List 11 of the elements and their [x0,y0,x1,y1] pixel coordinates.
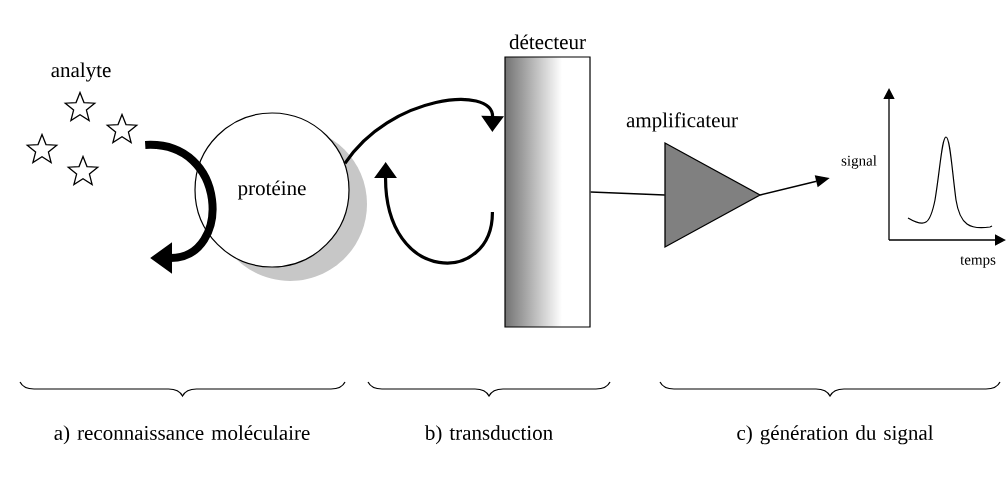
section-label: b) transduction [424,425,553,445]
caption-text: amplificateur [626,112,738,132]
section-label: a) reconnaissance moléculaire [54,425,310,445]
axis-label: signal [841,155,877,169]
node-label: détecteur [509,34,586,50]
axis-label: temps [960,256,996,268]
arrow [144,141,217,274]
arrow [343,98,505,165]
section-label: c) génération du signal [737,425,934,445]
detector-block: détecteur [504,34,591,328]
caption-text: analyte [51,62,111,82]
